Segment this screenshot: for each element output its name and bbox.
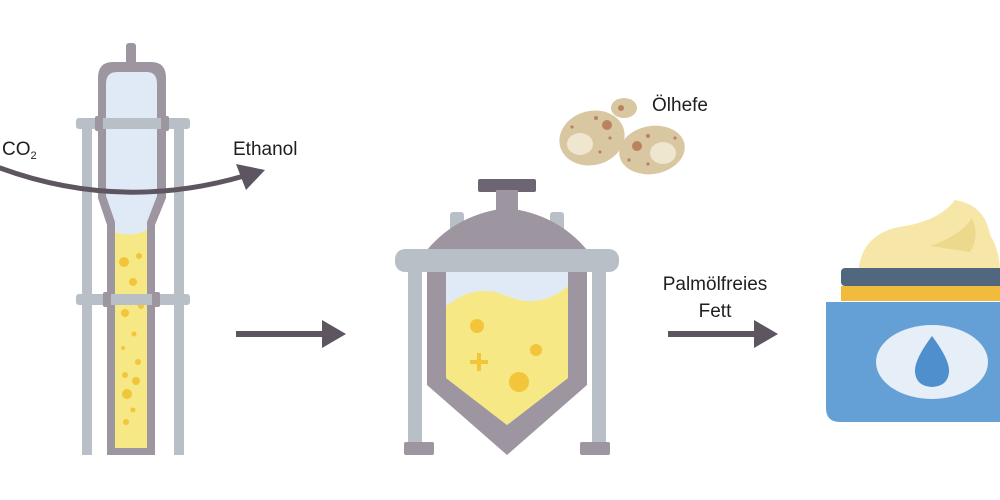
jar-lid [841, 268, 1000, 286]
co2-label: CO2 [2, 139, 37, 167]
co2-label-subscript: 2 [30, 150, 37, 162]
yeast-icon [559, 98, 685, 175]
product-label-line1: Palmölfreies [662, 274, 768, 295]
product-label-line2: Fett [698, 301, 732, 322]
ethanol-label: Ethanol [233, 139, 298, 160]
column-reactor-icon [76, 43, 190, 455]
yeast-label: Ölhefe [652, 95, 708, 116]
process-arrow-2 [668, 320, 778, 348]
gas-flow-arrow [0, 164, 265, 195]
column-clamp-upper [76, 118, 190, 129]
tank-lid [478, 179, 536, 192]
column-clamp-lower [76, 294, 190, 305]
cream-top [858, 200, 1000, 275]
tank-rail [395, 249, 619, 272]
cream-jar-icon [826, 200, 1000, 422]
column-nozzle [126, 43, 136, 65]
bioreactor-icon [395, 179, 619, 455]
co2-label-base: CO [2, 139, 31, 160]
tank-leg-right [592, 270, 606, 445]
process-arrow-1 [236, 320, 346, 348]
tank-bubbles [470, 319, 542, 392]
product-label: Palmölfreies Fett [650, 271, 780, 325]
column-rail-left [82, 125, 92, 455]
column-rail-right [174, 125, 184, 455]
tank-leg-left [408, 270, 422, 445]
jar-band [841, 286, 1000, 301]
water-drop-icon [914, 336, 950, 387]
